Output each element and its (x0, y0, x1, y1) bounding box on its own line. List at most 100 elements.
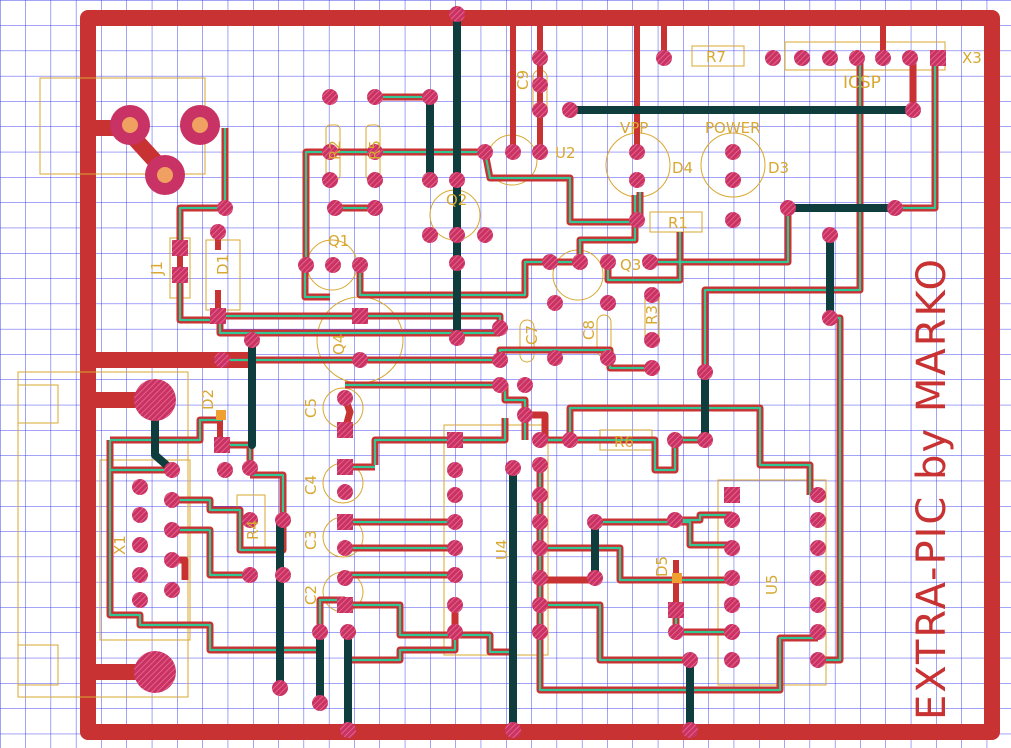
round-pad (447, 597, 463, 613)
round-pad (697, 432, 713, 448)
label-r3: R3 (643, 305, 661, 325)
label-r6: R6 (614, 433, 634, 451)
round-pad (242, 460, 258, 476)
label-r1: R1 (668, 214, 688, 232)
round-pad (532, 457, 548, 473)
round-pad (322, 89, 338, 105)
smd-pads (216, 410, 682, 583)
label-r2: R2 (326, 140, 344, 160)
round-pad (164, 462, 180, 478)
round-pad (572, 254, 588, 270)
round-pad (725, 144, 741, 160)
round-pad (849, 50, 865, 66)
round-pad (725, 212, 741, 228)
square-pad (447, 432, 463, 448)
round-pad (272, 680, 288, 696)
round-pad (337, 570, 353, 586)
round-pad (217, 200, 233, 216)
round-pad (275, 512, 291, 528)
label-r5: R5 (366, 140, 384, 160)
round-pad (352, 352, 368, 368)
round-pad (132, 592, 148, 608)
round-pad (312, 695, 328, 711)
label-j1: J1 (148, 261, 166, 276)
round-pad (327, 200, 343, 216)
round-pad (449, 172, 465, 188)
round-pad (532, 487, 548, 503)
round-pad (780, 200, 796, 216)
round-pad (337, 484, 353, 500)
round-pad (422, 172, 438, 188)
round-pad (697, 364, 713, 380)
label-d3: D3 (768, 159, 789, 177)
square-pad (337, 514, 353, 530)
label-q4: Q4 (330, 334, 348, 355)
label-vpp: VPP (620, 119, 648, 137)
round-pad (682, 652, 698, 668)
label-c8: C8 (580, 320, 598, 340)
square-pad (337, 422, 353, 438)
round-pad (367, 89, 383, 105)
round-pad (810, 570, 826, 586)
round-pad (367, 144, 383, 160)
round-pad (132, 479, 148, 495)
label-d2: D2 (199, 389, 217, 410)
round-pad (682, 722, 698, 738)
round-pad (644, 332, 660, 348)
round-pad (210, 224, 226, 240)
round-pad (322, 172, 338, 188)
round-pad (352, 257, 368, 273)
label-x3: X3 (962, 49, 982, 67)
round-pad (725, 172, 741, 188)
round-pad (810, 624, 826, 640)
round-pad (887, 200, 903, 216)
round-pad (340, 722, 356, 738)
label-c7: C7 (523, 325, 541, 345)
round-pad (629, 144, 645, 160)
round-pad (542, 254, 558, 270)
component-pads (132, 6, 946, 738)
round-pad (340, 624, 356, 640)
board-signature: EXTRA-PIC by MARKO (909, 257, 955, 720)
round-pad (337, 540, 353, 556)
round-pad (132, 507, 148, 523)
round-pad (275, 567, 291, 583)
round-pad (532, 432, 548, 448)
round-pad (367, 200, 383, 216)
round-pad (367, 172, 383, 188)
round-pad (244, 332, 260, 348)
round-pad (447, 567, 463, 583)
round-pad (447, 487, 463, 503)
round-pad (810, 597, 826, 613)
round-pad (322, 144, 338, 160)
round-pad (810, 652, 826, 668)
silkscreen-labels: X3 ICSP R7 VPP POWER D4 D3 U2 R1 Q2 Q1 Q… (111, 48, 982, 605)
label-q2: Q2 (446, 191, 467, 209)
round-pad (298, 257, 314, 273)
round-pad (447, 514, 463, 530)
round-pad (902, 50, 918, 66)
round-pad (822, 50, 838, 66)
round-pad (132, 537, 148, 553)
round-pad (164, 492, 180, 508)
square-pad (214, 437, 230, 453)
label-c4: C4 (302, 475, 320, 495)
label-q1: Q1 (328, 232, 349, 250)
round-pad (532, 50, 548, 66)
label-c9: C9 (514, 70, 532, 90)
square-pad (210, 308, 226, 324)
round-pad (724, 597, 740, 613)
square-pad (668, 602, 684, 618)
round-pad (492, 377, 508, 393)
round-pad (532, 77, 548, 93)
round-pad (724, 652, 740, 668)
round-pad (600, 254, 616, 270)
round-pad (547, 350, 563, 366)
round-pad (629, 212, 645, 228)
label-power: POWER (705, 119, 761, 137)
round-pad (449, 330, 465, 346)
round-pad (810, 540, 826, 556)
round-pad (642, 254, 658, 270)
square-pad (172, 267, 188, 283)
